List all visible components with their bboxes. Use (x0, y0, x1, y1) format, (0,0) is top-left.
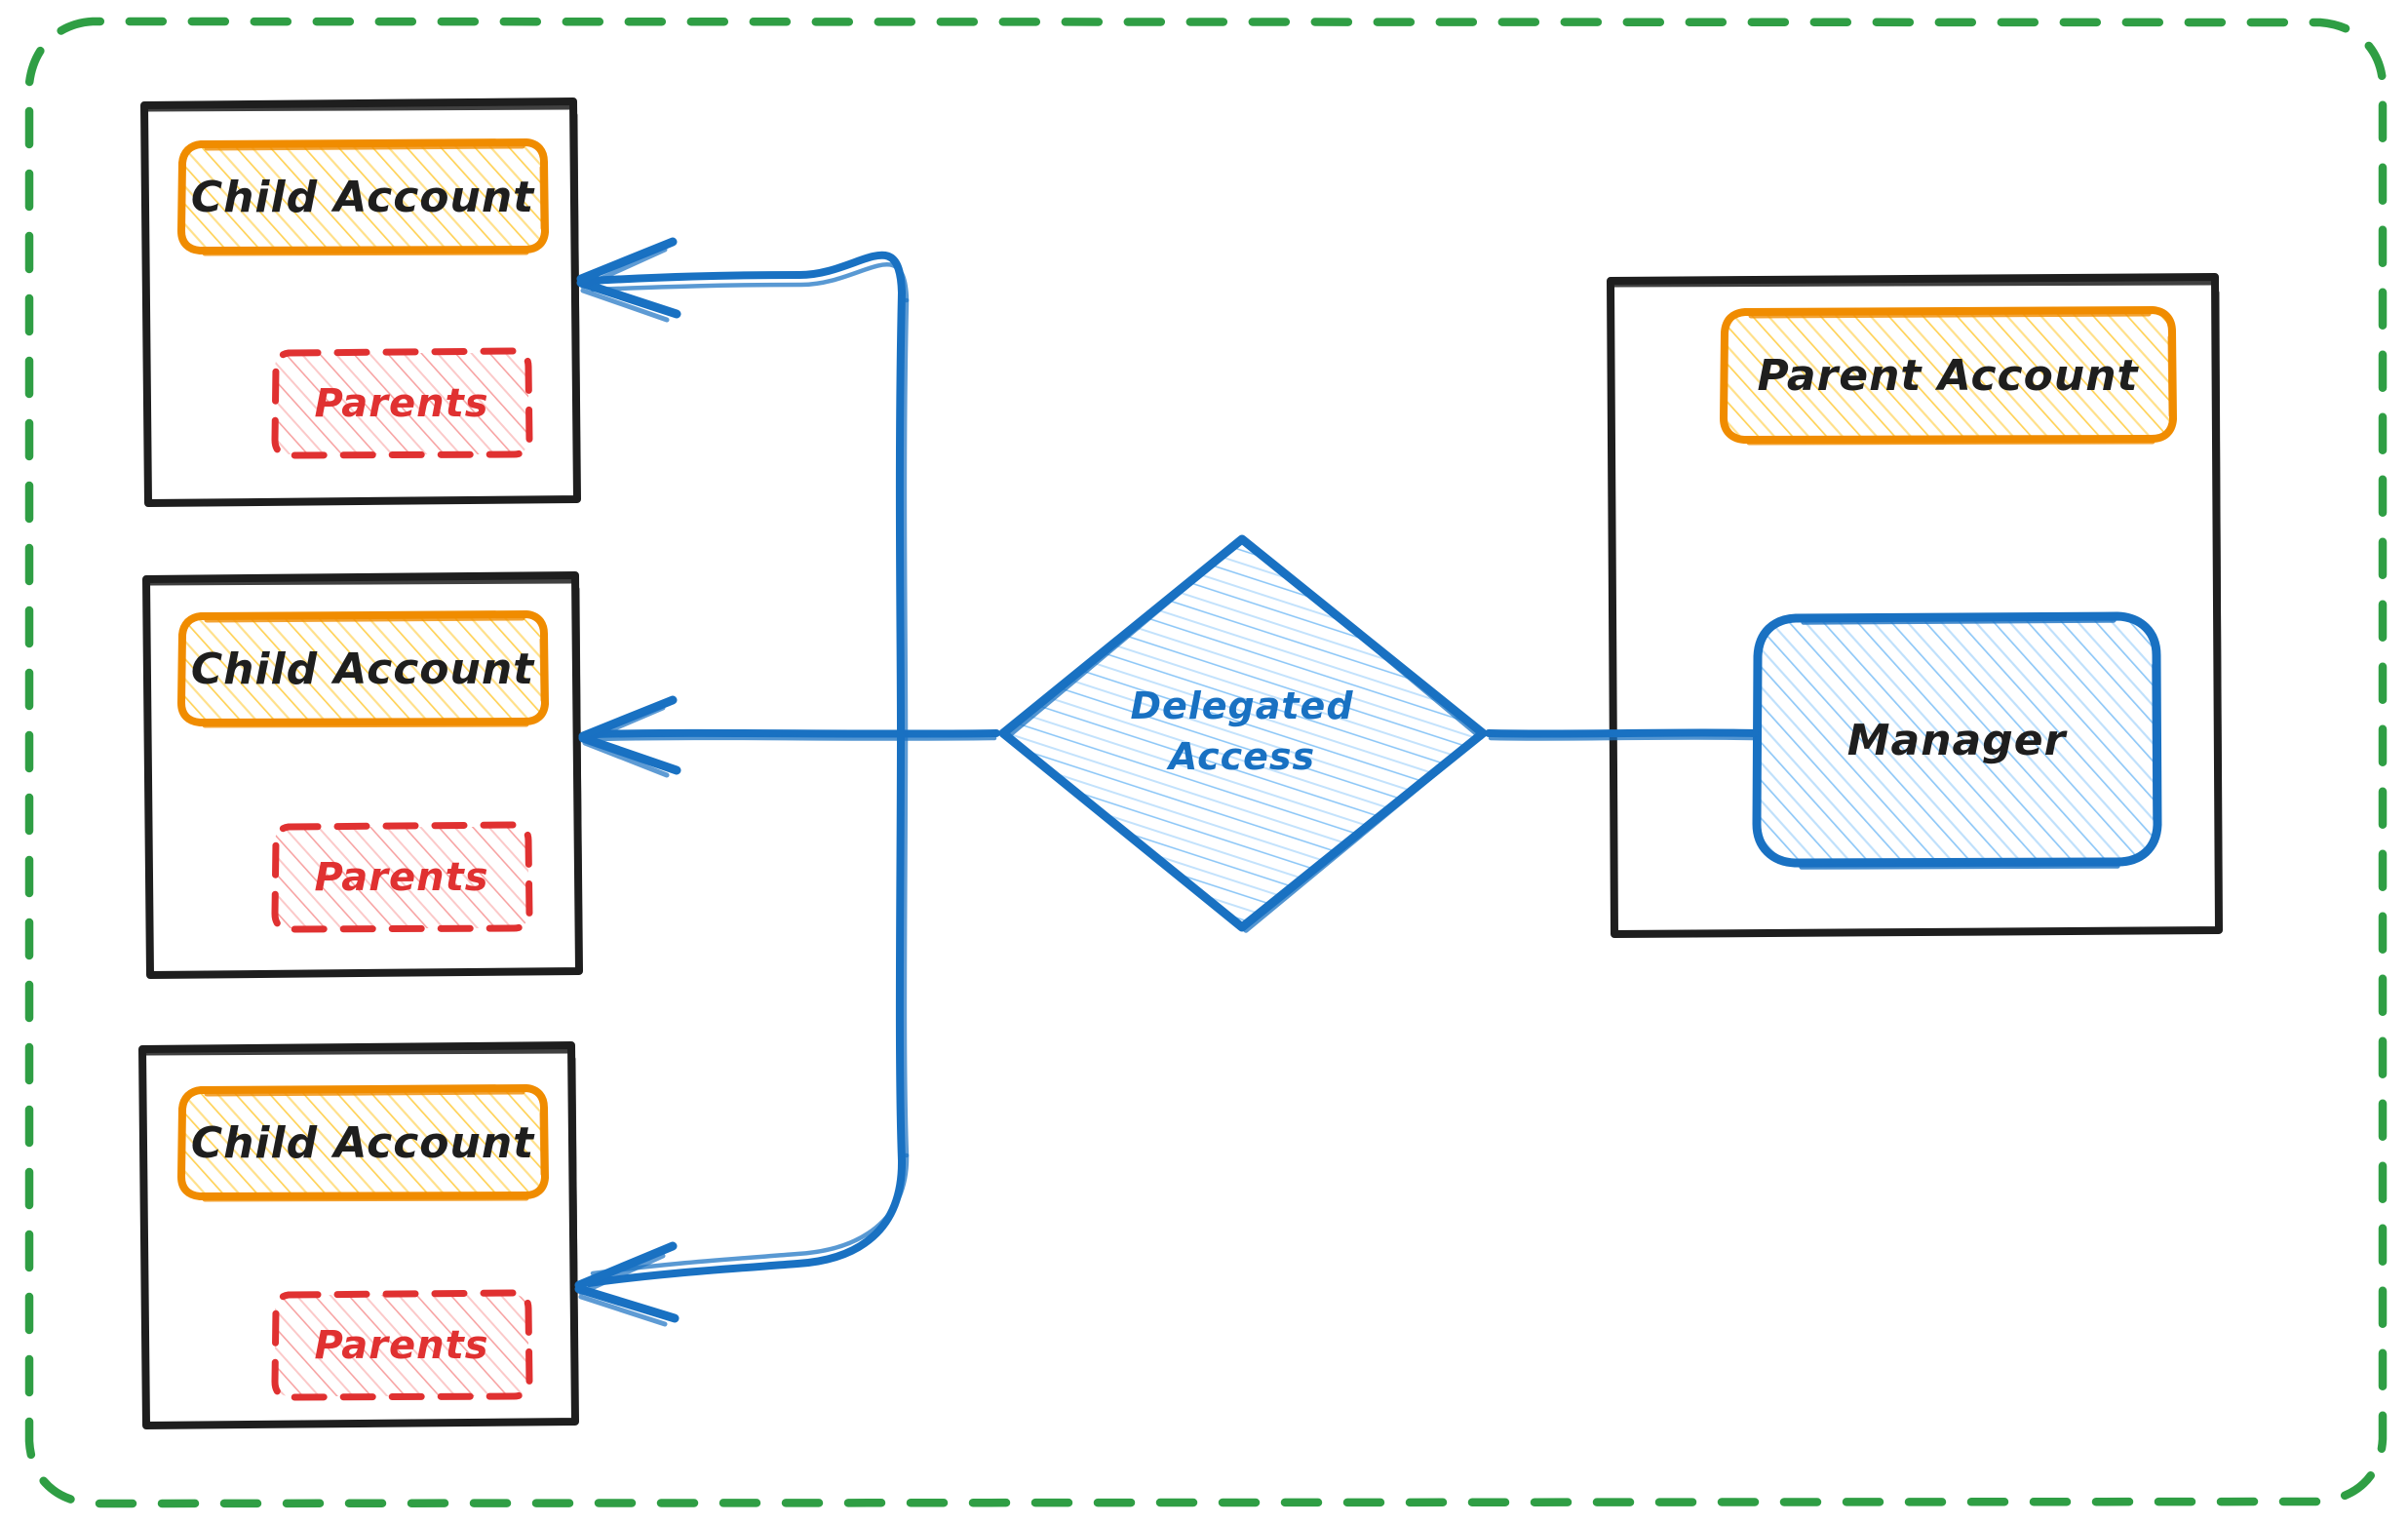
delegated-access-diamond[interactable] (985, 522, 1501, 951)
child-account-box-2[interactable] (156, 589, 585, 755)
organization-boundary (24, 17, 2388, 1508)
parents-box-1[interactable] (253, 332, 565, 488)
connector-trunk-vertical (895, 289, 910, 1164)
parent-account-box[interactable] (1696, 285, 2213, 475)
parents-box-2[interactable] (253, 805, 565, 961)
connector-delegated-to-child-1 (576, 237, 910, 323)
parents-box-3[interactable] (253, 1273, 565, 1429)
child-account-box-1[interactable] (156, 117, 585, 283)
child-account-box-3[interactable] (156, 1063, 585, 1229)
connector-manager-to-delegated (1485, 728, 1759, 741)
connector-delegated-to-child-2 (578, 695, 1000, 778)
connector-delegated-to-child-3 (574, 1153, 910, 1327)
manager-box[interactable] (1730, 591, 2194, 893)
